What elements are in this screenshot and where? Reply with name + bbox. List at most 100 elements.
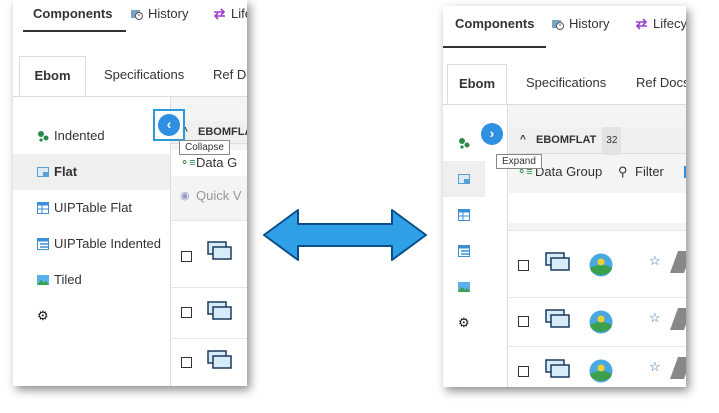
- tab-lifecycle[interactable]: Lifecyc: [635, 10, 686, 42]
- tab-history[interactable]: History: [130, 0, 188, 32]
- sidebar-item-settings[interactable]: ⚙: [13, 298, 170, 334]
- sidebar-collapsed: ⚙: [443, 105, 485, 387]
- tab-lifecycle[interactable]: Lifec: [213, 0, 247, 32]
- sidebar-item-uiptable-flat[interactable]: UIPTable Flat: [13, 190, 170, 226]
- part-icon: [207, 350, 232, 369]
- cut-off-icon: [669, 251, 686, 273]
- indented-icon: [38, 131, 49, 142]
- collapse-caret-icon[interactable]: ^: [520, 134, 526, 145]
- row-checkbox[interactable]: [518, 366, 529, 377]
- row-checkbox[interactable]: [518, 260, 529, 271]
- indented-icon: [459, 138, 470, 149]
- row-checkbox[interactable]: [181, 307, 192, 318]
- filter-row: [508, 193, 686, 223]
- data-group-icon: ⚬≡: [517, 166, 533, 178]
- table-icon: [458, 209, 470, 221]
- row-checkbox[interactable]: [181, 357, 192, 368]
- sidebar: Indented Flat UIPTable Flat UIPTable Ind…: [13, 97, 170, 386]
- table-row[interactable]: ☆: [508, 346, 686, 387]
- quick-view-label: Quick V: [196, 188, 242, 203]
- sidebar-item-flat[interactable]: [443, 161, 485, 197]
- toolbar-overflow-icon[interactable]: [684, 166, 686, 178]
- flat-icon: [458, 174, 470, 184]
- header-count-badge: 32: [602, 127, 622, 155]
- table-row[interactable]: ☆: [508, 297, 686, 346]
- gear-icon: ⚙: [458, 315, 470, 330]
- data-group-icon: ⚬≡: [180, 157, 196, 169]
- sidebar-item-indented[interactable]: [443, 125, 485, 161]
- table-indented-icon: [37, 238, 49, 250]
- flat-icon: [37, 167, 49, 177]
- tab-components-label: Components: [33, 6, 113, 21]
- sidebar-item-label: Flat: [54, 164, 78, 179]
- star-icon[interactable]: ☆: [649, 359, 661, 374]
- part-icon: [545, 252, 570, 271]
- sub-tab-bar: Ebom Specifications Ref Docs: [443, 64, 686, 105]
- subtab-ref-docs[interactable]: Ref Docs: [636, 75, 686, 90]
- sidebar-item-settings[interactable]: ⚙: [443, 305, 485, 341]
- sidebar-item-uiptable-indented[interactable]: [443, 233, 485, 269]
- chevron-right-icon: ›: [489, 125, 495, 141]
- table-row[interactable]: [171, 338, 247, 386]
- sidebar-item-tiled[interactable]: [443, 269, 485, 305]
- sidebar-item-flat[interactable]: Flat: [13, 154, 170, 190]
- star-icon[interactable]: ☆: [649, 253, 661, 268]
- lifecycle-icon: [635, 18, 648, 30]
- sub-tab-bar: Ebom Specifications Ref Docs: [13, 56, 247, 97]
- eye-icon: ◉: [180, 190, 190, 202]
- tab-history-label: History: [148, 6, 189, 21]
- sidebar-item-label: Indented: [54, 128, 105, 143]
- expand-tooltip: Expand: [496, 154, 542, 169]
- history-icon: [552, 20, 564, 30]
- tiled-icon: [37, 275, 49, 285]
- data-group-button[interactable]: Data Group: [535, 164, 603, 179]
- toolbar: ⚬≡ Data Group ⚲ Filter: [508, 158, 686, 186]
- sidebar-item-label: Tiled: [54, 272, 82, 287]
- top-tab-bar: Components History Lifecyc: [443, 6, 686, 48]
- subtab-specifications[interactable]: Specifications: [104, 67, 185, 82]
- sidebar-item-label: UIPTable Flat: [54, 200, 133, 215]
- tab-components[interactable]: Components: [23, 0, 127, 32]
- subtab-ebom[interactable]: Ebom: [19, 56, 86, 96]
- subtab-specifications[interactable]: Specifications: [526, 75, 607, 90]
- tab-history[interactable]: History: [551, 10, 609, 42]
- history-icon: [131, 10, 143, 20]
- sidebar-item-indented[interactable]: Indented: [13, 118, 170, 154]
- expand-toggle-button[interactable]: ›: [481, 123, 503, 145]
- cut-off-icon: [669, 357, 686, 379]
- sidebar-item-uiptable-flat[interactable]: [443, 197, 485, 233]
- thumbnail-image-icon: [589, 253, 613, 277]
- double-arrow-icon: [263, 209, 427, 261]
- table-icon: [37, 202, 49, 214]
- right-panel-screenshot: Components History Lifecyc Ebom Specific…: [443, 6, 686, 387]
- header-title: EBOMFLAT: [198, 126, 247, 138]
- tab-components[interactable]: Components: [443, 10, 547, 48]
- tab-lifecycle-label: Lifec: [231, 6, 247, 21]
- collapse-tooltip: Collapse: [179, 140, 230, 155]
- part-icon: [207, 241, 232, 260]
- subtab-ebom[interactable]: Ebom: [447, 64, 507, 104]
- toolbar-quick-view[interactable]: ◉ Quick V: [171, 183, 247, 209]
- tiled-icon: [458, 282, 470, 292]
- part-icon: [545, 309, 570, 328]
- row-checkbox[interactable]: [518, 316, 529, 327]
- sidebar-item-tiled[interactable]: Tiled: [13, 262, 170, 298]
- tab-history-label: History: [569, 16, 610, 31]
- search-icon: ⚲: [618, 164, 628, 179]
- sidebar-item-label: UIPTable Indented: [54, 236, 161, 251]
- filter-button[interactable]: Filter: [635, 164, 664, 179]
- sidebar-item-uiptable-indented[interactable]: UIPTable Indented: [13, 226, 170, 262]
- subtab-ref-docs[interactable]: Ref Docs: [213, 67, 247, 82]
- gear-icon: ⚙: [37, 308, 49, 323]
- table-row[interactable]: [171, 287, 247, 338]
- chevron-left-icon: ‹: [166, 116, 172, 132]
- row-checkbox[interactable]: [181, 251, 192, 262]
- table-row[interactable]: [171, 220, 247, 287]
- collapse-toggle-button[interactable]: ‹: [158, 114, 180, 136]
- star-icon[interactable]: ☆: [649, 310, 661, 325]
- table-row[interactable]: ☆: [508, 230, 686, 297]
- thumbnail-image-icon: [589, 359, 613, 383]
- tab-lifecycle-label: Lifecyc: [653, 16, 686, 31]
